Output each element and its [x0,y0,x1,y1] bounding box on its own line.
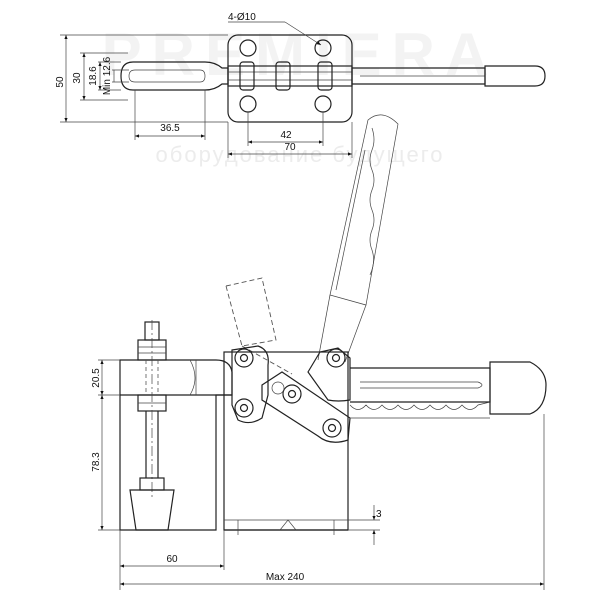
mount-hole [239,39,257,57]
arm-slot [128,69,206,83]
toggle-link [261,371,351,443]
dim-20-5: 20.5 [91,368,102,388]
dim-70: 70 [284,142,296,153]
spindle-rubber-tip [129,489,175,531]
top-view: 4-Ø10 50 30 18.6 [55,12,546,158]
pivot-pin [275,61,291,91]
pivot [322,418,342,438]
base-frame [223,351,349,531]
handle-body [350,367,491,403]
mount-hole [239,95,257,113]
pivot [234,348,254,368]
pivot [234,398,254,418]
dim-18-6: 18.6 [88,66,99,86]
dim-max-240: Max 240 [266,572,305,583]
arm-open-ghost [225,277,277,347]
dim-60: 60 [166,554,178,565]
dim-78-3: 78.3 [91,452,102,472]
pivot [282,384,302,404]
side-view: 20.5 78.3 3 60 Max 240 [91,114,547,590]
mount-hole [314,95,332,113]
handle-grip [484,65,546,87]
dim-30: 30 [72,72,83,84]
pivot-pin [317,61,333,91]
handle-grip-side [489,361,547,415]
spindle [129,320,175,531]
dim-36-5: 36.5 [160,123,180,134]
clamp-body [119,359,233,531]
clamping-arm [120,61,229,91]
dim-holes-label: 4-Ø10 [228,12,256,23]
arm-link [231,345,269,424]
dim-42: 42 [280,130,292,141]
dim-3: 3 [376,509,382,520]
mount-hole [314,39,332,57]
pivot-pin [239,61,255,91]
dim-min-12-6: Min 12.6 [102,56,113,95]
handle-lever [307,347,351,402]
dim-50: 50 [55,76,66,88]
pivot [326,348,346,368]
